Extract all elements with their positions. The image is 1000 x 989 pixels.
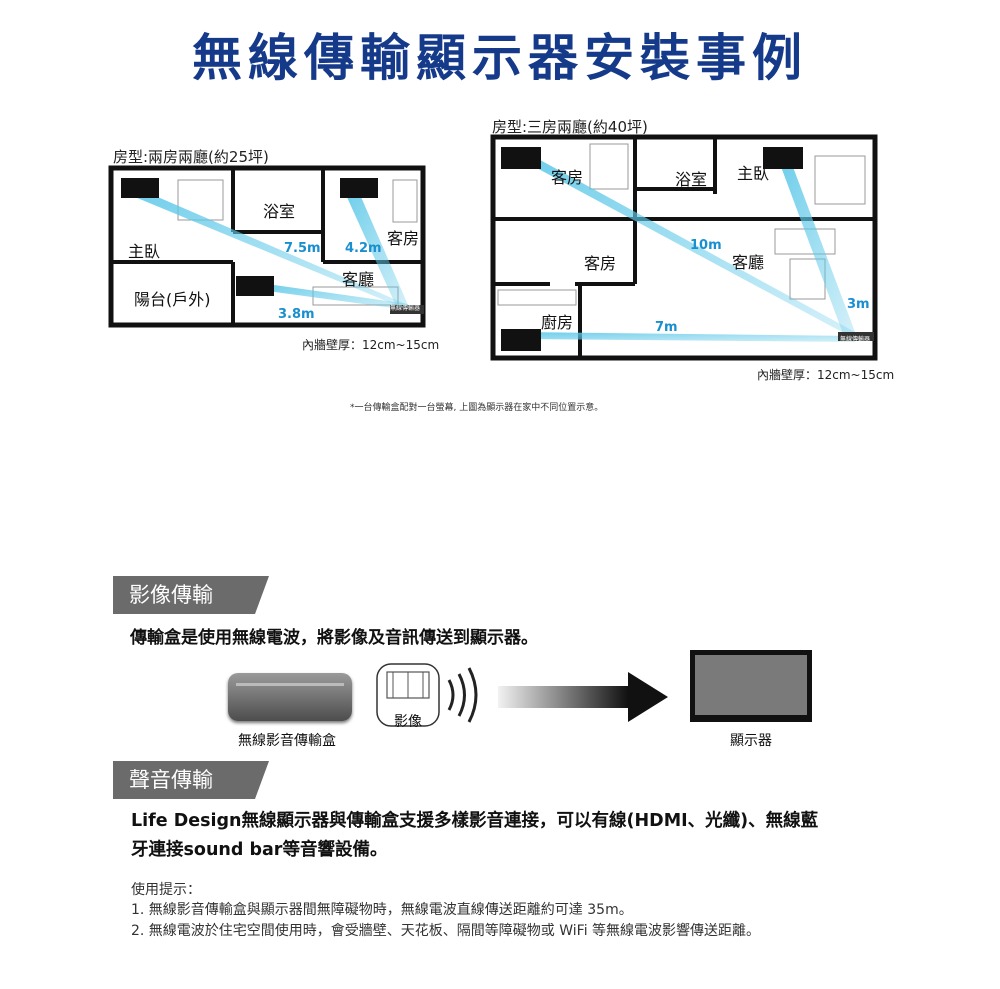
transmitter-box-icon [228, 673, 352, 721]
plan-a-label: 房型:兩房兩廳(約25坪) [113, 148, 269, 166]
beam-kitchen [520, 332, 855, 342]
beam-living [260, 283, 408, 310]
plan-a-distance-2: 4.2m [345, 241, 382, 256]
footnote: *一台傳輸盒配對一台螢幕, 上圖為顯示器在家中不同位置示意。 [350, 403, 604, 413]
plan-b-distance-1: 10m [690, 238, 722, 253]
beam-master [130, 185, 408, 310]
transmitter-caption: 無線影音傳輸盒 [238, 733, 336, 749]
audio-description-line2: 牙連接sound bar等音響設備。 [131, 840, 388, 860]
plan-a-room-master: 主臥 [128, 242, 161, 261]
beam-guest1 [520, 149, 855, 339]
beam-master [780, 159, 855, 339]
plan-b-room-master: 主臥 [737, 164, 770, 183]
plan-b-wall-note: 內牆壁厚：12cm~15cm [757, 368, 895, 382]
tv-icon [121, 178, 159, 198]
plan-a-room-bath: 浴室 [263, 202, 296, 221]
plan-b-label: 房型:三房兩廳(約40坪) [492, 118, 648, 136]
plan-a-room-guest: 客房 [387, 229, 420, 248]
video-section-tag: 影像傳輸 [113, 576, 269, 614]
page-title: 無線傳輸顯示器安裝事例 [192, 29, 808, 87]
tips-item-2: 2. 無線電波於住宅空間使用時，會受牆壁、天花板、隔間等障礙物或 WiFi 等無… [131, 923, 761, 939]
plan-a-transmitter-label: 無線傳輸器 [390, 305, 421, 312]
tv-icon [501, 329, 541, 351]
plan-a-room-balcony: 陽台(戶外) [134, 290, 211, 309]
plan-b-distance-3: 7m [655, 320, 678, 335]
audio-description-line1: Life Design無線顯示器與傳輸盒支援多樣影音連接，可以有線(HDMI、光… [131, 811, 819, 831]
tv-icon [236, 276, 274, 296]
plan-a-distance-3: 3.8m [278, 307, 315, 322]
tips-item-1: 1. 無線影音傳輸盒與顯示器間無障礙物時，無線電波直線傳送距離約可達 35m。 [131, 902, 633, 918]
tips-heading: 使用提示： [131, 882, 201, 898]
plan-b-distance-2: 3m [847, 297, 870, 312]
plan-a-floorplan [108, 165, 426, 328]
arrow-right-icon [498, 672, 668, 722]
transmitter-box-icon [838, 332, 874, 341]
beam-guest [346, 190, 408, 310]
plan-b-room-kitchen: 廚房 [541, 313, 574, 332]
video-description: 傳輸盒是使用無線電波，將影像及音訊傳送到顯示器。 [130, 628, 538, 648]
signal-waves-icon [376, 663, 478, 727]
plan-b-floorplan [490, 134, 878, 361]
plan-b-room-guest1: 客房 [551, 168, 584, 187]
monitor-icon [690, 650, 812, 722]
signal-label: 影像 [394, 714, 422, 730]
plan-b-room-bath: 浴室 [675, 170, 708, 189]
plan-b-transmitter-label: 無線傳輸器 [840, 336, 871, 343]
tv-icon [501, 147, 541, 169]
plan-b-room-guest2: 客房 [584, 254, 617, 273]
audio-section-tag: 聲音傳輸 [113, 761, 269, 799]
tv-icon [340, 178, 378, 198]
transmitter-box-icon [390, 305, 424, 314]
plan-b-room-living: 客廳 [732, 253, 765, 272]
plan-a-distance-1: 7.5m [284, 241, 321, 256]
tv-icon [763, 147, 803, 169]
monitor-caption: 顯示器 [730, 733, 772, 749]
plan-a-wall-note: 內牆壁厚：12cm~15cm [302, 338, 440, 352]
plan-a-room-living: 客廳 [342, 270, 375, 289]
